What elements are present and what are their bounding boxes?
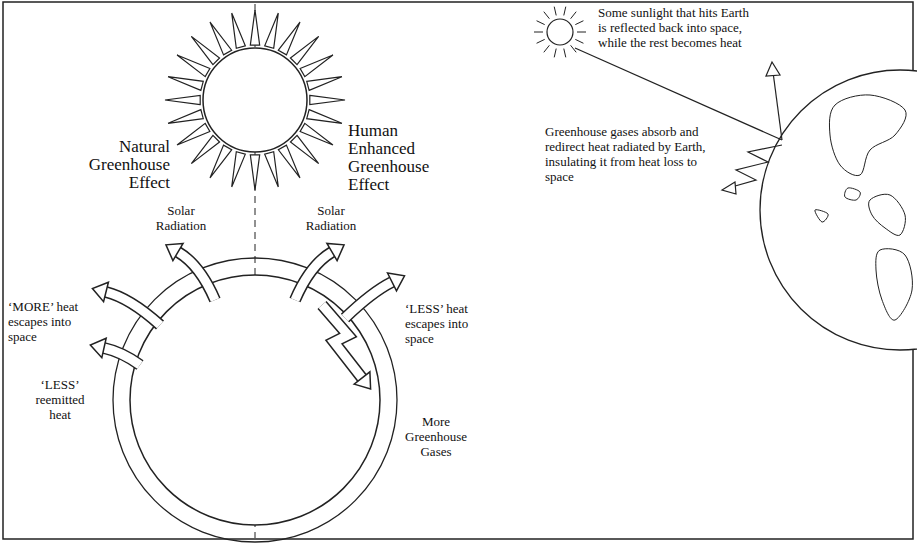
arrow-outline <box>345 282 392 318</box>
heat-escape-arrow <box>90 338 140 365</box>
arrow-body <box>178 252 215 300</box>
sun-ray <box>577 32 586 33</box>
sun-ray <box>210 22 232 55</box>
arrow-body <box>104 348 140 365</box>
sun-ray <box>165 95 200 104</box>
arrow-outline <box>295 252 332 300</box>
diagram-label: ‘MORE’ heat escapes into space <box>8 300 80 345</box>
small-sun <box>547 19 573 45</box>
sun-ray <box>537 39 545 43</box>
sun-ray <box>232 13 246 48</box>
sun-ray <box>575 21 583 25</box>
sun-ray <box>168 77 203 91</box>
sun <box>203 48 307 152</box>
sun-ray <box>278 145 300 178</box>
continent <box>815 210 828 222</box>
sun-ray <box>265 13 279 48</box>
sun-ray <box>300 123 333 145</box>
solar-arrow-right <box>295 243 344 300</box>
diagram-label: Some sunlight that hits Earth is reflect… <box>598 6 760 51</box>
diagram-label: Human Enhanced Greenhouse Effect <box>348 122 460 193</box>
diagram-label: More Greenhouse Gases <box>405 415 467 460</box>
arrow-body <box>345 282 392 318</box>
arrow-outline <box>104 348 140 365</box>
sun-ray <box>177 123 210 145</box>
sun-ray <box>307 110 342 124</box>
sun-ray <box>534 32 543 33</box>
sun-ray <box>300 55 333 77</box>
sun-ray <box>544 12 550 19</box>
heat-zigzag <box>728 145 782 188</box>
sun-ray <box>554 49 556 58</box>
continent <box>845 188 861 200</box>
sun-ray <box>290 36 318 64</box>
sun-ray <box>265 152 279 187</box>
sun-ray <box>307 77 342 91</box>
reflected-arrow-head <box>766 62 780 76</box>
sun-ray <box>191 135 219 163</box>
sun-ray <box>554 7 556 16</box>
reflected-line <box>773 72 782 140</box>
arrow-body <box>106 292 160 325</box>
sun-ray <box>310 95 345 104</box>
redirected-heat-arrow <box>322 305 371 389</box>
sun-ray <box>210 145 232 178</box>
atmosphere-ring <box>113 258 397 542</box>
sun-ray <box>250 10 259 45</box>
sun-ray <box>168 110 203 124</box>
sun-rays <box>165 10 345 190</box>
arrow-body <box>322 305 362 378</box>
diagram-label: Solar Radiation <box>150 204 212 234</box>
arrow-outline <box>106 292 160 325</box>
sun-ray <box>537 21 545 25</box>
arrow-head <box>388 273 405 291</box>
diagram-label: Solar Radiation <box>300 204 362 234</box>
continent <box>829 95 906 176</box>
arrow-outline <box>322 305 362 378</box>
heat-escape-arrow <box>92 282 160 325</box>
arrow-head <box>166 243 183 260</box>
diagram-label: Natural Greenhouse Effect <box>66 138 170 192</box>
arrow-head <box>90 338 106 358</box>
sun-ray <box>250 155 259 190</box>
heat-zigzag-head <box>722 182 736 194</box>
diagram-label: ‘LESS’ heat escapes into space <box>405 302 481 347</box>
sun-ray <box>544 45 550 52</box>
arrow-head <box>92 282 108 301</box>
sun-ray <box>571 12 577 19</box>
sun-ray <box>191 36 219 64</box>
diagram-label: Greenhouse gases absorb and redirect hea… <box>545 125 710 185</box>
sun-ray <box>575 39 583 43</box>
sun-ray <box>232 152 246 187</box>
sun-ray <box>290 135 318 163</box>
sun-ray <box>278 22 300 55</box>
sun-ray <box>564 49 566 58</box>
arrow-outline <box>178 252 215 300</box>
sun-ray <box>564 7 566 16</box>
globe <box>760 70 917 350</box>
continents <box>815 95 913 320</box>
continent <box>869 194 906 235</box>
arrow-head <box>327 243 344 260</box>
sun-ray <box>177 55 210 77</box>
continent <box>876 249 913 320</box>
diagram-label: ‘LESS’ reemitted heat <box>30 378 90 423</box>
solar-arrow-left <box>166 243 215 300</box>
heat-escape-arrow <box>345 273 405 318</box>
arrow-head <box>354 372 370 389</box>
arrow-body <box>295 252 332 300</box>
